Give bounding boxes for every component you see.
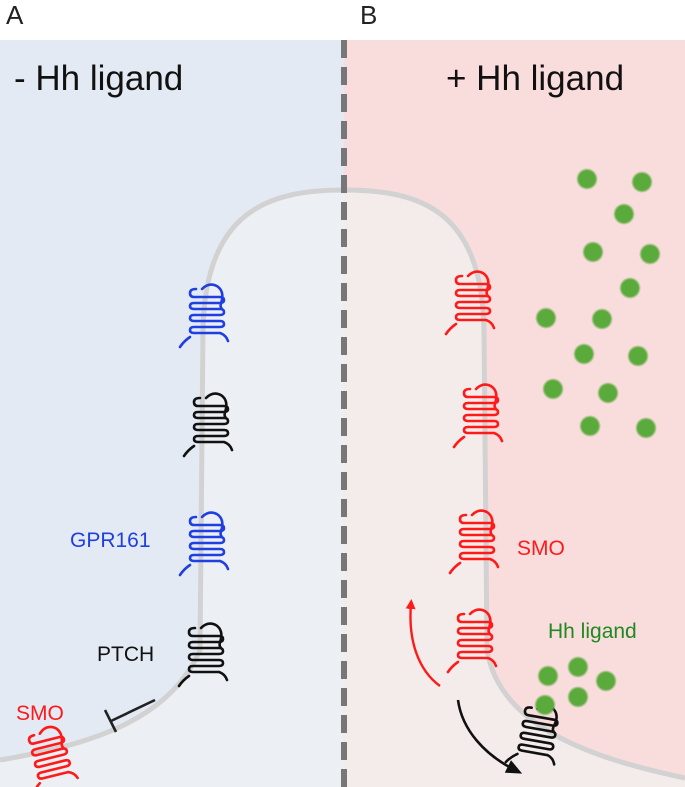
hh-ligand-dot <box>535 307 557 329</box>
hh-ligand-dot <box>579 415 601 437</box>
cilium-interior-a <box>0 190 344 787</box>
hh-ligand-dot <box>576 168 598 190</box>
hh-ligand-dot <box>595 670 617 692</box>
hh-ligand-dot <box>534 694 556 716</box>
hh-ligand-dot <box>619 277 641 299</box>
hh-ligand-dot <box>613 203 635 225</box>
gpr161-label: GPR161 <box>70 529 151 552</box>
hh-ligand-cluster <box>534 168 661 716</box>
hh-ligand-dot <box>537 665 559 687</box>
hh-ligand-dot <box>627 345 649 367</box>
hh-ligand-dot <box>597 382 619 404</box>
smo-translocation-arrow <box>405 599 441 687</box>
hh-ligand-dot <box>573 343 595 365</box>
hh-ligand-label: Hh ligand <box>548 620 637 643</box>
ptch-label: PTCH <box>97 643 154 666</box>
cilium-interior-b <box>344 190 685 787</box>
ptch-exit-arrow <box>456 699 523 774</box>
smo-label: SMO <box>517 537 565 560</box>
inhibition-arrow <box>103 698 156 733</box>
hh-ligand-dot <box>631 171 653 193</box>
hh-ligand-dot <box>591 308 613 330</box>
panel-a-heading: - Hh ligand <box>14 59 183 98</box>
panel-b-heading: + Hh ligand <box>446 59 624 98</box>
smo-label: SMO <box>16 702 64 725</box>
hh-ligand-dot <box>542 378 564 400</box>
panel-letter-a: A <box>6 0 24 30</box>
hh-ligand-dot <box>582 241 604 263</box>
hh-ligand-dot <box>567 686 589 708</box>
panel-letter-b: B <box>360 0 378 30</box>
hh-ligand-dot <box>635 417 657 439</box>
hh-ligand-dot <box>567 656 589 678</box>
hh-ligand-dot <box>639 243 661 265</box>
